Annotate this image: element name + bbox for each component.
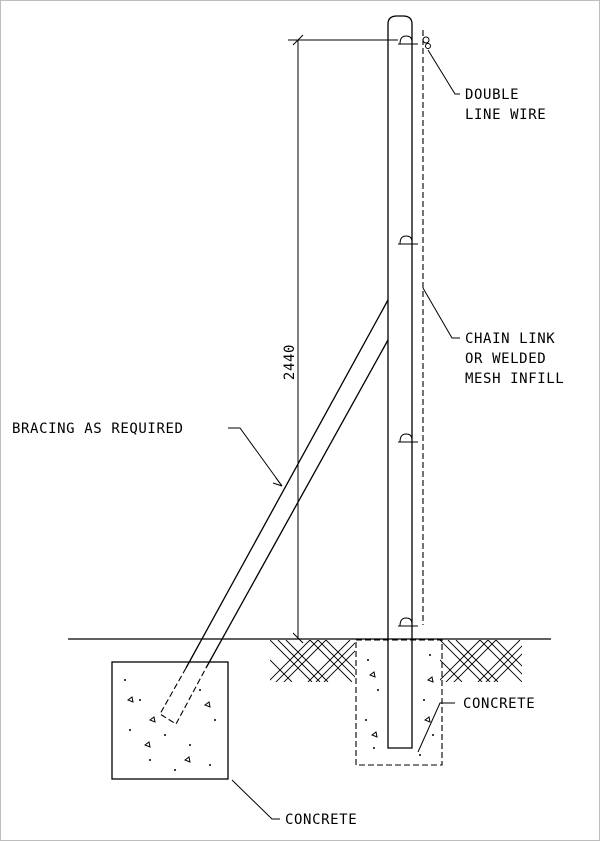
- label-mesh-3: MESH INFILL: [465, 371, 564, 387]
- label-bracing: BRACING AS REQUIRED: [12, 421, 184, 437]
- line-wire-bottom: [425, 43, 431, 49]
- leader-concrete-brace: [231, 779, 280, 820]
- leader-bracing: [228, 427, 283, 487]
- post: [387, 15, 413, 749]
- line-wire-top: [422, 36, 430, 44]
- label-mesh-2: OR WELDED: [465, 351, 546, 367]
- leader-mesh: [422, 287, 460, 339]
- brace-embedded-end: [159, 667, 207, 725]
- leader-bracing-arrow: [272, 477, 283, 487]
- leader-concrete-post: [417, 702, 455, 753]
- height-dimension: [288, 34, 398, 644]
- label-concrete-post: CONCRETE: [463, 696, 535, 712]
- brace-strut-edge-lower: [205, 339, 389, 669]
- label-mesh-1: CHAIN LINK: [465, 331, 555, 347]
- height-dimension-value: 2440: [282, 344, 298, 380]
- brace-footing-speckle: [124, 679, 216, 771]
- post-footing-speckle: [365, 654, 434, 756]
- label-wire-2: LINE WIRE: [465, 107, 546, 123]
- label-wire-1: DOUBLE: [465, 87, 519, 103]
- soil-hatch-right: [440, 640, 522, 682]
- leader-wire: [427, 49, 460, 95]
- brace-footing: [111, 661, 229, 780]
- soil-hatch-left: [270, 640, 355, 682]
- label-concrete-brace: CONCRETE: [285, 812, 357, 828]
- wire-clips: [398, 35, 418, 627]
- brace-strut-edge-upper: [185, 299, 389, 669]
- post-footing: [355, 639, 443, 766]
